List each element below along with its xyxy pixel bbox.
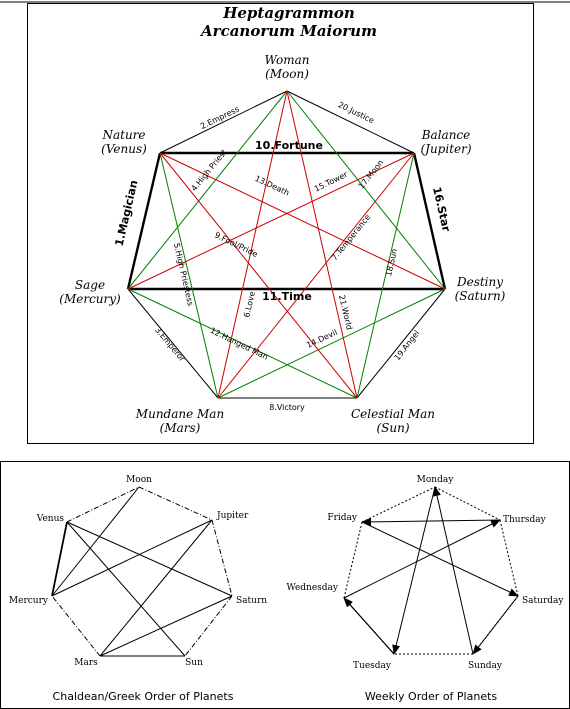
- weekly-heptagram: Monday Thursday Saturday Sunday Tuesday …: [286, 475, 564, 703]
- edge-angel: [356, 288, 446, 399]
- wk-edge-thu-sat: [499, 519, 519, 597]
- node-nature-name: Nature: [101, 128, 145, 142]
- chord-devil: [217, 288, 446, 399]
- wk-edge-fri-mon: [361, 486, 436, 523]
- wk-node-tuesday: Tuesday: [353, 661, 392, 671]
- node-mundane-man-name: Mundane Man: [135, 407, 224, 421]
- label-magician: 1.Magician: [113, 179, 141, 248]
- diagram-subtitle: Arcanorum Maiorum: [199, 22, 377, 40]
- edge-justice: [286, 90, 415, 154]
- label-fortune: 10.Fortune: [255, 139, 323, 152]
- node-woman-planet: (Moon): [265, 67, 309, 81]
- wk-arrowhead-wed: [343, 597, 395, 655]
- label-tower: 15.Tower: [313, 170, 350, 194]
- chord-world: [286, 90, 358, 399]
- wk-arrow-sat-sun: [472, 595, 519, 655]
- cl-edge-moon-jupiter: [138, 486, 213, 521]
- wk-edge-mon-thu: [434, 486, 501, 521]
- wk-node-monday: Monday: [417, 475, 455, 485]
- cl-chord-mercury-jupiter: [51, 519, 213, 597]
- cl-node-sun: Sun: [185, 658, 203, 668]
- cl-edge-mars-mercury: [51, 595, 101, 657]
- cl-node-moon: Moon: [126, 475, 152, 485]
- cl-caption: Chaldean/Greek Order of Planets: [53, 690, 234, 703]
- label-love: 6.Love: [242, 290, 257, 318]
- node-balance-name: Balance: [421, 128, 471, 142]
- cl-edge-saturn-sun: [184, 595, 233, 657]
- chord-love: [217, 90, 288, 399]
- wk-node-friday: Friday: [327, 513, 358, 523]
- node-nature-planet: (Venus): [101, 142, 147, 156]
- node-sage-name: Sage: [75, 278, 105, 292]
- wk-node-wednesday: Wednesday: [286, 583, 338, 593]
- wk-edge-wed-fri: [343, 521, 363, 599]
- node-balance-planet: (Jupiter): [420, 142, 471, 156]
- cl-node-mars: Mars: [74, 658, 98, 668]
- chord-tower: [217, 152, 415, 399]
- diagram-title: Heptagrammon: [222, 4, 355, 22]
- label-high-priestess: 5.High Priestess: [172, 242, 195, 307]
- bottom-frame: [0, 461, 570, 709]
- label-star: 16.Star: [430, 186, 453, 234]
- label-time: 11.Time: [262, 290, 312, 303]
- cl-node-saturn: Saturn: [236, 596, 267, 606]
- chord-sun: [356, 152, 415, 399]
- node-mundane-man-planet: (Mars): [160, 421, 201, 435]
- cl-node-venus: Venus: [36, 514, 65, 524]
- label-devil: 14.Devil: [305, 328, 339, 350]
- cl-edge-mercury-venus: [51, 521, 68, 597]
- wk-node-sunday: Sunday: [468, 661, 503, 671]
- cl-node-jupiter: Jupiter: [216, 511, 249, 521]
- chord-death: [159, 152, 446, 290]
- node-celestial-man-planet: (Sun): [376, 421, 409, 435]
- label-angel: 19.Angel: [393, 329, 422, 363]
- wk-arrow-fri-sat: [361, 521, 519, 597]
- cl-edge-venus-moon: [66, 486, 140, 523]
- cl-chord-jupiter-mars: [99, 519, 213, 657]
- node-destiny-planet: (Saturn): [455, 289, 506, 303]
- cl-edge-jupiter-saturn: [211, 519, 233, 597]
- top-frame: [27, 3, 534, 444]
- label-death: 13.Death: [253, 174, 290, 198]
- edge-emperor: [127, 288, 219, 399]
- cl-chord-mars-saturn: [99, 595, 233, 657]
- label-world: 21.World: [337, 294, 354, 331]
- wk-arrow-mon-tue: [392, 486, 436, 655]
- wk-arrow-sun-mon: [433, 486, 474, 655]
- cl-chord-moon-mercury: [51, 486, 140, 597]
- wk-caption: Weekly Order of Planets: [365, 690, 498, 703]
- cl-node-mercury: Mercury: [9, 596, 49, 606]
- label-victory: 8.Victory: [269, 403, 305, 412]
- chord-fool: [127, 152, 415, 290]
- top-heptagram: Woman (Moon) Balance (Jupiter) Destiny (…: [59, 53, 505, 435]
- edge-empress: [159, 90, 288, 154]
- edge-magician: [126, 152, 162, 290]
- chord-temperance: [159, 152, 358, 399]
- cl-chord-saturn-venus: [66, 521, 233, 597]
- wk-node-thursday: Thursday: [503, 515, 547, 525]
- label-sun: 18.Sun: [384, 248, 399, 277]
- label-emperor: 3.Emperor: [153, 325, 187, 363]
- node-celestial-man-name: Celestial Man: [351, 407, 435, 421]
- label-empress: 2.Empress: [199, 105, 241, 131]
- chord-high-priestess: [159, 152, 219, 399]
- chord-moon: [286, 90, 446, 290]
- chord-high-priest: [127, 90, 288, 290]
- label-moon: 17.Moon: [357, 158, 386, 190]
- label-hanged-man: 12.Hanged Man: [209, 326, 270, 362]
- wk-arrow-wed-thu: [343, 519, 501, 599]
- chaldean-heptagram: Moon Jupiter Saturn Sun Mars Mercury Ven…: [9, 475, 267, 703]
- label-justice: 20.Justice: [337, 100, 376, 125]
- node-destiny-name: Destiny: [456, 275, 503, 289]
- node-sage-planet: (Mercury): [59, 292, 121, 306]
- node-woman-name: Woman: [264, 53, 309, 67]
- wk-arrow-thu-fri: [361, 517, 501, 526]
- chord-hanged-man: [127, 288, 358, 399]
- cl-chord-venus-sun: [66, 521, 186, 657]
- wk-node-saturday: Saturday: [522, 596, 564, 606]
- edge-star: [412, 152, 447, 290]
